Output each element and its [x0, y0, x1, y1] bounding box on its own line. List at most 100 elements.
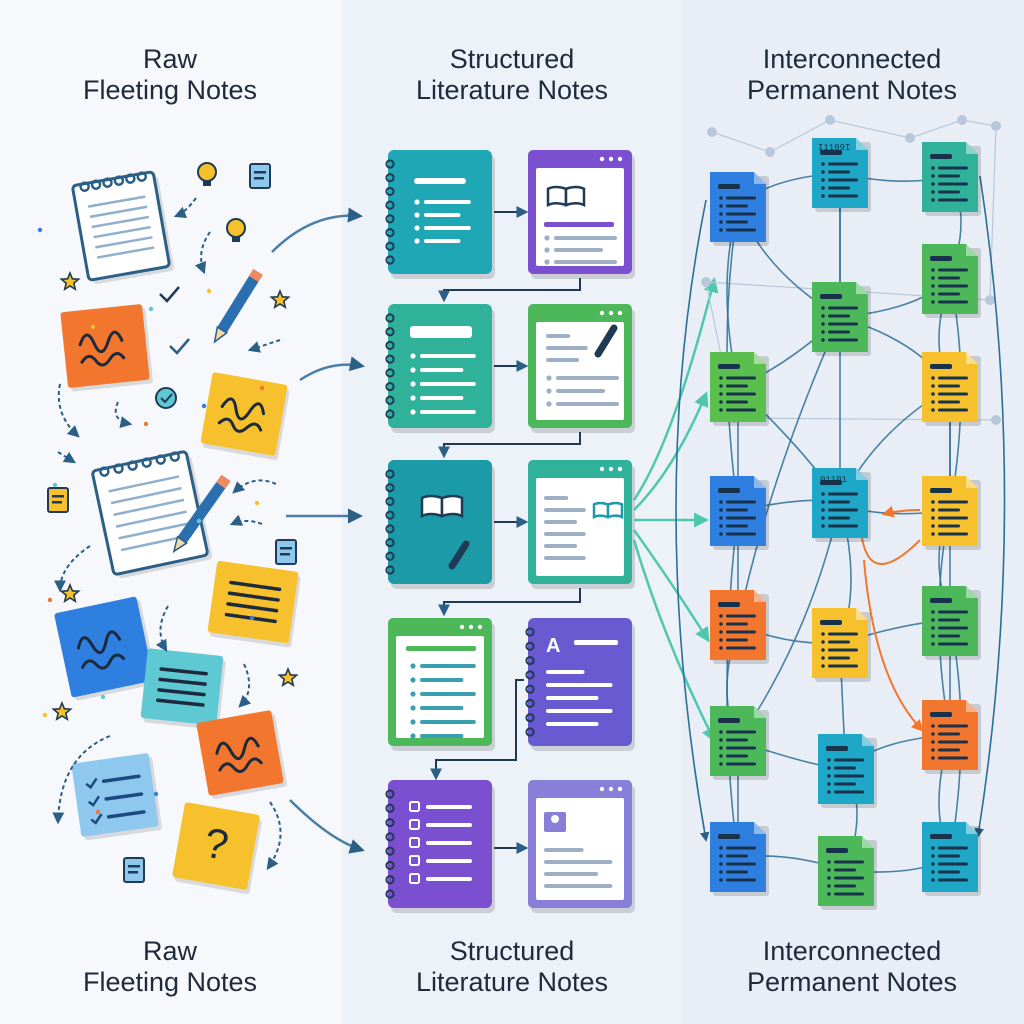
- literature-notebook-5: [385, 780, 495, 913]
- confetti-dot: [153, 791, 159, 797]
- link-arrow: [438, 588, 581, 617]
- doodle-arrow: [54, 545, 91, 593]
- doodle-arrow: [155, 605, 169, 653]
- background-link: [711, 131, 771, 153]
- confetti-dot: [201, 403, 207, 409]
- checkbox-icon: [409, 873, 420, 884]
- note-link: [726, 510, 742, 859]
- sticky-blue-scribble: [54, 596, 158, 701]
- flow-arrow: [289, 799, 365, 854]
- pencil-icon: [172, 474, 231, 554]
- literature-notebook-3: [385, 460, 495, 589]
- literature-notebook-4: A: [525, 618, 635, 751]
- footer-raw-fleeting-notes: Raw Fleeting Notes: [40, 936, 300, 998]
- permanent-note-card: [922, 700, 981, 774]
- doodle-arrow: [57, 383, 80, 438]
- footer-line-2: Literature Notes: [415, 967, 609, 997]
- confetti-dot: [254, 500, 260, 506]
- footer-line-1: Structured: [449, 936, 575, 966]
- background-link: [829, 119, 911, 139]
- doodle-arrow: [57, 451, 77, 464]
- header-interconnected-permanent-notes: Interconnected Permanent Notes: [712, 44, 992, 106]
- note-link-highlight: [881, 505, 921, 518]
- doodle-arrow: [229, 514, 263, 526]
- background-node: [985, 295, 995, 305]
- pen-icon: [448, 540, 470, 570]
- star-icon: [269, 288, 291, 310]
- permanent-note-card: [922, 244, 981, 318]
- literature-notebook-1: [385, 150, 495, 279]
- header-line-1: Raw: [142, 44, 197, 74]
- literature-notebook-2: [385, 304, 495, 433]
- checkbox-icon: [409, 819, 420, 830]
- link-arrow: [430, 679, 524, 781]
- small-note-icon: [275, 539, 297, 565]
- header-line-2: Permanent Notes: [746, 75, 958, 105]
- doodle-arrow: [194, 231, 211, 275]
- background-node: [701, 277, 711, 287]
- check-icon: [159, 286, 180, 303]
- permanent-note-card: [812, 282, 871, 356]
- header-line-2: Fleeting Notes: [82, 75, 258, 105]
- doodle-arrow: [238, 663, 252, 708]
- checkbox-icon: [409, 855, 420, 866]
- sticky-cyan-lines: [140, 648, 226, 730]
- doodle-arrow: [266, 801, 282, 870]
- confetti-dot: [47, 597, 53, 603]
- checkbox-icon: [409, 801, 420, 812]
- doodle-arrow: [114, 401, 133, 428]
- flow-arrow: [271, 207, 363, 253]
- sticky-yellow-scribble: [200, 372, 290, 461]
- note-link-highlight: [863, 559, 924, 732]
- literature-window-3: [528, 460, 635, 589]
- permanent-note-card: [812, 608, 871, 682]
- open-book-icon: [592, 501, 610, 520]
- permanent-note-card: [922, 822, 981, 896]
- sticky-yellow-lines: [207, 561, 301, 648]
- footer-line-2: Permanent Notes: [746, 967, 958, 997]
- background-node: [765, 147, 775, 157]
- confetti-dot: [259, 385, 265, 391]
- sticky-orange-scribble-2: [196, 710, 288, 799]
- confetti-dot: [143, 421, 149, 427]
- background-node: [991, 121, 1001, 131]
- star-icon: [59, 582, 81, 604]
- header-line-1: Structured: [449, 44, 575, 74]
- permanent-note-card: [818, 734, 877, 808]
- note-link-loop: [974, 175, 1006, 838]
- background-node: [825, 115, 835, 125]
- background-node: [707, 127, 717, 137]
- header-structured-literature-notes: Structured Literature Notes: [372, 44, 652, 106]
- notepad-top: [71, 170, 174, 284]
- background-link: [909, 119, 963, 139]
- permanent-note-card: [922, 476, 981, 550]
- pen-icon: [594, 324, 618, 358]
- literature-window-4: [388, 618, 495, 751]
- doodle-arrow: [173, 197, 197, 219]
- note-link: [734, 316, 841, 627]
- open-book-icon: [546, 185, 568, 208]
- background-link: [769, 119, 831, 153]
- small-note-icon: [123, 857, 145, 883]
- confetti-dot: [37, 227, 43, 233]
- check-icon: [169, 338, 190, 355]
- lightbulb-icon: [226, 218, 246, 242]
- confetti-dot: [196, 518, 202, 524]
- literature-window-5: [528, 780, 635, 913]
- confetti-dot: [52, 482, 58, 488]
- flow-arrow: [299, 356, 365, 382]
- confetti-dot: [95, 809, 101, 815]
- literature-window-1: [528, 150, 635, 279]
- star-icon: [51, 700, 73, 722]
- permanent-note-card: [710, 590, 769, 664]
- note-link-loop: [675, 199, 710, 842]
- link-arrow: [438, 432, 581, 459]
- fan-arrow: [632, 529, 710, 643]
- background-node: [991, 415, 1001, 425]
- small-note-icon: [47, 487, 69, 513]
- permanent-note-card: [812, 468, 871, 542]
- literature-notes-grid: A: [385, 150, 635, 913]
- small-note-icon: [249, 163, 271, 189]
- background-node: [957, 115, 967, 125]
